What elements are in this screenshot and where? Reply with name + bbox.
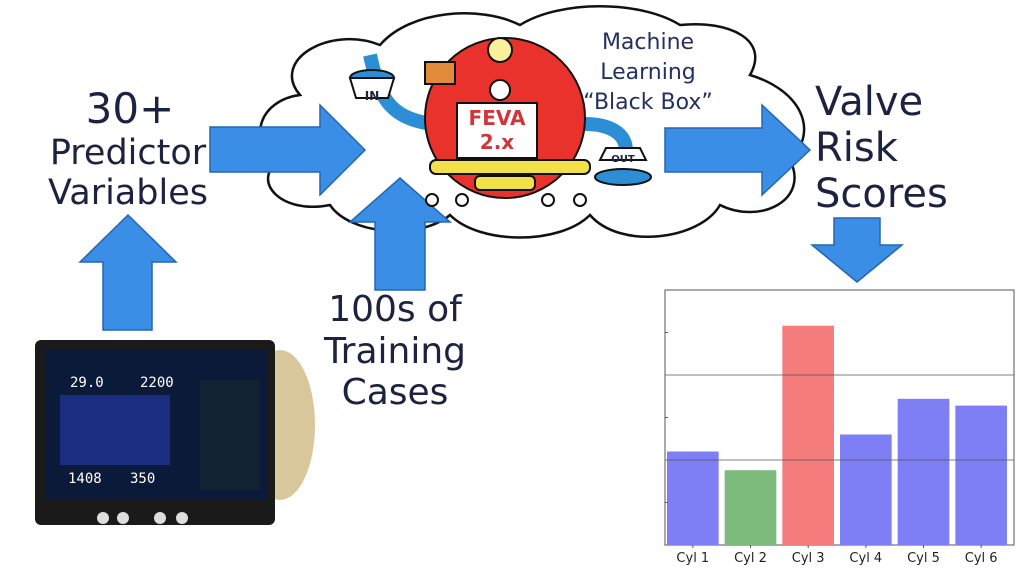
cloud-label-line2: Learning (600, 60, 696, 85)
scores-label-line2: Risk (815, 125, 898, 171)
cloud-label-line1: Machine (601, 30, 695, 55)
feva-machine-illustration (348, 37, 652, 207)
machine-out-label: OUT (611, 154, 635, 165)
bar-cyl-4 (840, 434, 892, 545)
training-label-line1: 100s of (328, 289, 462, 330)
bar-cyl-3 (782, 325, 834, 545)
x-tick-label: Cyl 2 (734, 551, 767, 566)
machine-in-label: IN (364, 89, 380, 103)
x-tick-label: Cyl 5 (907, 551, 940, 566)
engine-monitor-device-illustration (35, 340, 315, 525)
machine-version: 2.x (479, 130, 515, 154)
machine-name: FEVA (468, 106, 526, 130)
scores-label-line1: Valve (815, 79, 924, 125)
bar-cyl-6 (955, 405, 1007, 545)
predictor-count: 30+ (85, 84, 175, 133)
arrow-right-to-cloud (209, 103, 367, 197)
cloud-label-line3: “Black Box” (583, 90, 713, 115)
x-tick-label: Cyl 6 (965, 551, 998, 566)
x-tick-label: Cyl 4 (849, 551, 882, 566)
training-label-line3: Cases (341, 372, 449, 413)
device-readout-rpm: 2200 (140, 375, 174, 391)
training-label-line2: Training (323, 331, 467, 372)
device-readout-map: 29.0 (70, 375, 104, 391)
device-readout-egt: 1408 (68, 471, 102, 487)
chart-layer: Cyl 1 Cyl 2 Cyl 3 Cyl 4 Cyl 5 Cyl 6 (665, 325, 1014, 566)
bar-cyl-1 (667, 451, 719, 545)
scores-label-line3: Scores (815, 171, 948, 217)
arrow-down-to-chart (809, 217, 905, 283)
x-tick-label: Cyl 1 (676, 551, 709, 566)
device-readout-cht: 350 (130, 471, 156, 487)
bar-cyl-5 (897, 398, 950, 545)
predictor-label-line3: Variables (48, 173, 208, 213)
bar-cyl-2 (724, 470, 777, 545)
arrow-up-device-to-variables (78, 213, 178, 331)
x-tick-label: Cyl 3 (792, 551, 825, 566)
predictor-label-line2: Predictor (49, 133, 207, 173)
arrow-right-to-scores (664, 103, 812, 197)
